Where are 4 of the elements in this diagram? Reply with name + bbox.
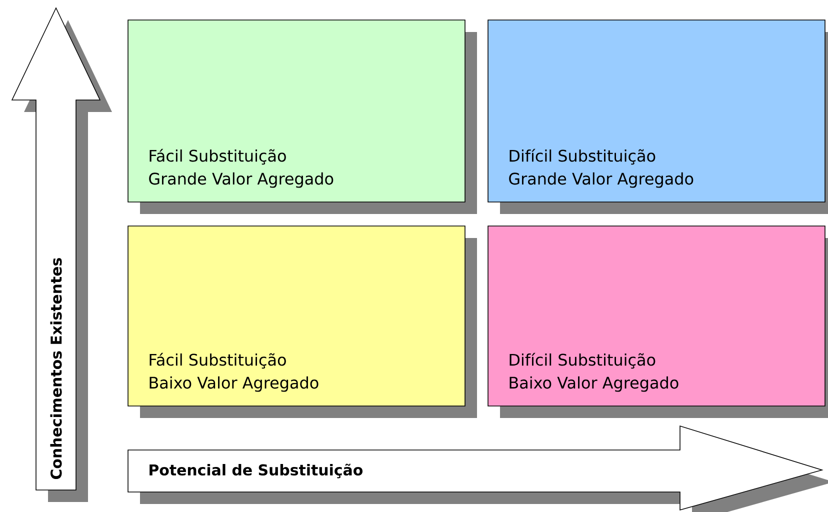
quadrant-box: Difícil Substituição Grande Valor Agregado	[488, 20, 828, 214]
quadrant-box: Fácil Substituição Baixo Valor Agregado	[128, 226, 477, 418]
quadrant-box: Fácil Substituição Grande Valor Agregado	[128, 20, 477, 214]
quadrant-box: Difícil Substituição Baixo Valor Agregado	[488, 226, 828, 418]
